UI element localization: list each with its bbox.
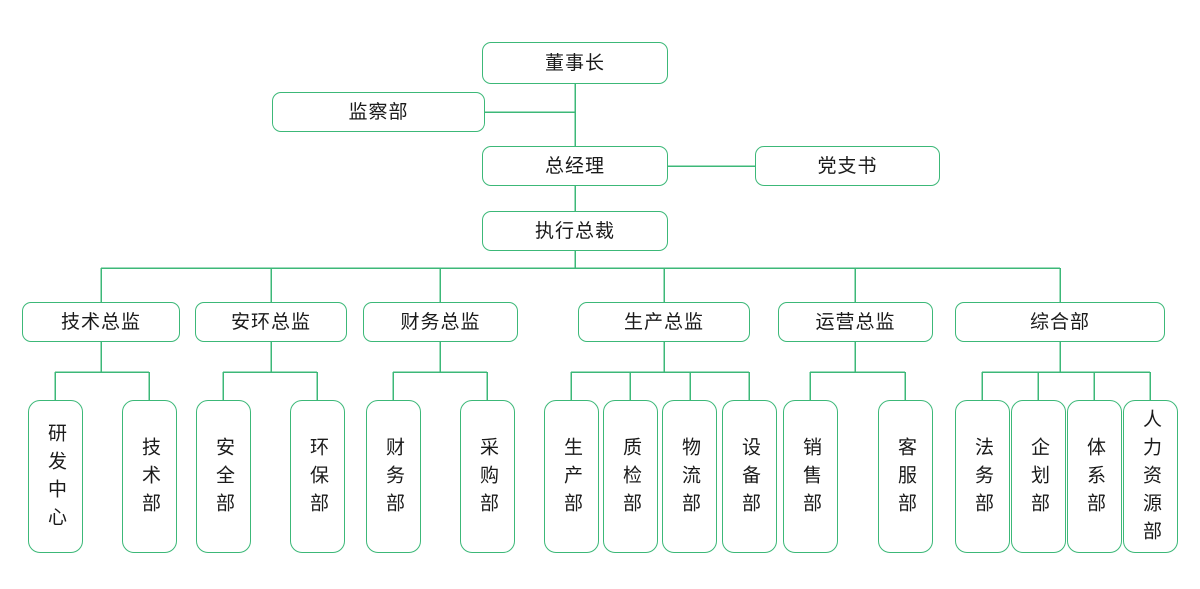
node-production-director-label: 生产总监 bbox=[623, 311, 704, 333]
node-hr-dept[interactable]: 人力资源部 bbox=[1123, 400, 1178, 553]
node-chairman[interactable]: 董事长 bbox=[482, 42, 668, 84]
node-equipment-dept-label: 设备部 bbox=[739, 436, 760, 521]
node-finance-director-label: 财务总监 bbox=[400, 311, 481, 333]
node-safety-dept[interactable]: 安全部 bbox=[196, 400, 251, 553]
node-equipment-dept[interactable]: 设备部 bbox=[722, 400, 777, 553]
node-system-dept[interactable]: 体系部 bbox=[1067, 400, 1122, 553]
node-general-affairs-dept[interactable]: 综合部 bbox=[955, 302, 1165, 342]
node-production-dept-label: 生产部 bbox=[561, 436, 582, 521]
node-customer-service-dept[interactable]: 客服部 bbox=[878, 400, 933, 553]
node-operation-director[interactable]: 运营总监 bbox=[778, 302, 933, 342]
node-general-manager[interactable]: 总经理 bbox=[482, 146, 668, 186]
node-planning-dept[interactable]: 企划部 bbox=[1011, 400, 1066, 553]
node-env-dept-label: 环保部 bbox=[307, 436, 328, 521]
node-safety-env-director[interactable]: 安环总监 bbox=[195, 302, 347, 342]
node-sales-dept[interactable]: 销售部 bbox=[783, 400, 838, 553]
node-sales-dept-label: 销售部 bbox=[800, 436, 821, 521]
node-planning-dept-label: 企划部 bbox=[1028, 436, 1049, 521]
node-supervision[interactable]: 监察部 bbox=[272, 92, 485, 132]
node-party-secretary[interactable]: 党支书 bbox=[755, 146, 940, 186]
node-purchase-dept[interactable]: 采购部 bbox=[460, 400, 515, 553]
node-quality-dept[interactable]: 质检部 bbox=[603, 400, 658, 553]
node-executive-president-label: 执行总裁 bbox=[534, 220, 615, 242]
node-purchase-dept-label: 采购部 bbox=[477, 436, 498, 521]
node-safety-dept-label: 安全部 bbox=[213, 436, 234, 521]
node-legal-dept[interactable]: 法务部 bbox=[955, 400, 1010, 553]
node-production-dept[interactable]: 生产部 bbox=[544, 400, 599, 553]
node-tech-director-label: 技术总监 bbox=[60, 311, 141, 333]
node-safety-env-director-label: 安环总监 bbox=[230, 311, 311, 333]
node-customer-service-dept-label: 客服部 bbox=[895, 436, 916, 521]
node-finance-dept[interactable]: 财务部 bbox=[366, 400, 421, 553]
node-production-director[interactable]: 生产总监 bbox=[578, 302, 750, 342]
node-rd-center[interactable]: 研发中心 bbox=[28, 400, 83, 553]
node-executive-president[interactable]: 执行总裁 bbox=[482, 211, 668, 251]
node-env-dept[interactable]: 环保部 bbox=[290, 400, 345, 553]
node-hr-dept-label: 人力资源部 bbox=[1140, 408, 1161, 549]
node-finance-dept-label: 财务部 bbox=[383, 436, 404, 521]
node-general-manager-label: 总经理 bbox=[544, 155, 605, 177]
node-legal-dept-label: 法务部 bbox=[972, 436, 993, 521]
node-tech-director[interactable]: 技术总监 bbox=[22, 302, 180, 342]
node-operation-director-label: 运营总监 bbox=[815, 311, 896, 333]
node-general-affairs-dept-label: 综合部 bbox=[1029, 311, 1090, 333]
node-tech-dept[interactable]: 技术部 bbox=[122, 400, 177, 553]
node-finance-director[interactable]: 财务总监 bbox=[363, 302, 518, 342]
node-quality-dept-label: 质检部 bbox=[620, 436, 641, 521]
node-logistics-dept[interactable]: 物流部 bbox=[662, 400, 717, 553]
node-tech-dept-label: 技术部 bbox=[139, 436, 160, 521]
node-party-secretary-label: 党支书 bbox=[817, 155, 878, 177]
node-supervision-label: 监察部 bbox=[348, 101, 409, 123]
node-logistics-dept-label: 物流部 bbox=[679, 436, 700, 521]
node-chairman-label: 董事长 bbox=[544, 52, 605, 74]
node-rd-center-label: 研发中心 bbox=[45, 422, 66, 535]
node-system-dept-label: 体系部 bbox=[1084, 436, 1105, 521]
